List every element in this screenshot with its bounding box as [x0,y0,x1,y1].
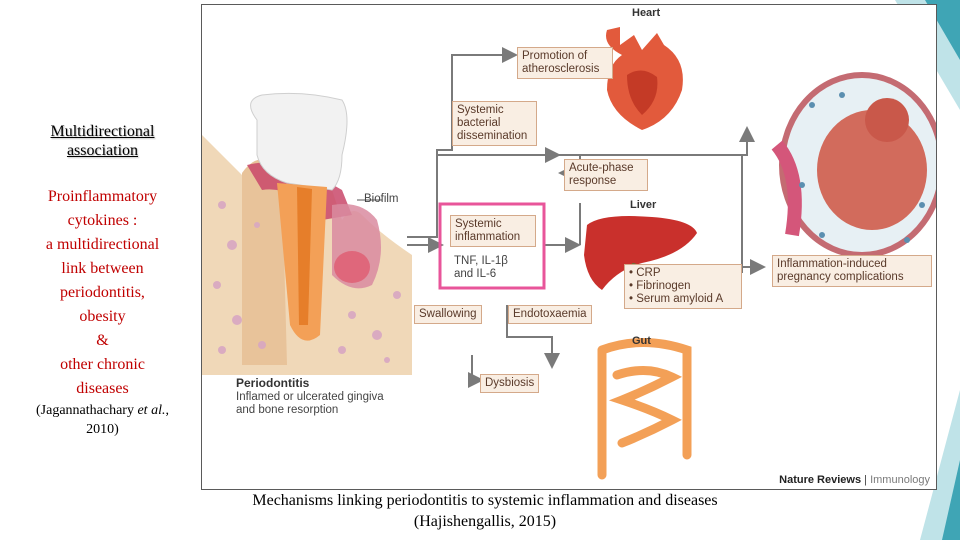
mechanism-diagram: Heart Promotion of atherosclerosis Syste… [201,4,937,490]
bacterial-line: Systemic [457,104,504,116]
acute-line: Acute-phase [569,162,634,174]
cytokine-line: link between [61,260,144,277]
promotion-line: Promotion of [522,50,588,62]
cytokine-line: cytokines : [67,212,138,229]
promotion-box: Promotion of atherosclerosis [517,47,613,79]
cytokine-line: obesity [79,308,126,325]
caption-line-1: Mechanisms linking periodontitis to syst… [252,492,718,509]
periodontitis-desc-line: Inflamed or ulcerated gingiva [236,391,384,403]
biofilm-label: Biofilm [364,193,399,205]
liver-title: Liver [630,199,657,211]
cytokine-line: periodontitis, [60,284,145,301]
gut-illustration [597,338,692,480]
cytokine-line: a multidirectional [45,236,160,253]
highlight-frame [438,202,546,290]
bacterial-line: bacterial [457,117,501,129]
journal-sub: Immunology [870,474,930,486]
journal-main: Nature Reviews [779,474,862,486]
tooth-illustration [202,92,412,375]
acute-line: response [569,175,617,187]
left-citation: (Jagannathachary et al., 2010) [0,401,205,439]
heading-line: Multidirectional [50,123,155,140]
cytokine-line: other chronic [60,356,145,373]
periodontitis-desc-line: and bone resorption [236,404,339,416]
citation-italic: et al. [137,403,166,418]
diagram-illustration [202,27,936,480]
cytokine-line: diseases [76,380,129,397]
liver-markers-box: • CRP • Fibrinogen • Serum amyloid A [624,264,742,309]
cytokine-line: & [96,332,109,349]
left-text-panel: Multidirectional association Proinflamma… [0,122,205,439]
gut-title: Gut [632,335,651,347]
pregnancy-line: Inflammation-induced [777,258,887,270]
liver-marker: • Fibrinogen [629,280,691,292]
pregnancy-line: pregnancy complications [777,271,904,283]
liver-marker: • CRP [629,267,661,279]
citation-year: 2010) [86,422,119,437]
dysbiosis-box: Dysbiosis [480,374,540,393]
cytokine-statement: Proinflammatory cytokines : a multidirec… [0,185,205,401]
journal-credit: Nature Reviews | Immunology [779,474,930,486]
bacterial-dissemination-box: Systemic bacterial dissemination [452,101,537,146]
endotoxaemia-box: Endotoxaemia [508,305,592,324]
inflammation-line: inflammation [455,231,521,243]
figure-caption: Mechanisms linking periodontitis to syst… [160,490,810,532]
periodontitis-title: Periodontitis [236,376,310,390]
citation-suffix: , [165,403,169,418]
heart-illustration [606,27,683,130]
liver-marker: • Serum amyloid A [629,293,724,305]
periodontitis-description: Inflamed or ulcerated gingiva and bone r… [236,391,384,417]
bacterial-line: dissemination [457,130,528,142]
cytokine-line: Proinflammatory [47,188,158,205]
pregnancy-illustration [771,72,936,258]
pregnancy-complications-box: Inflammation-induced pregnancy complicat… [772,255,932,287]
cytokine-label-line: and IL-6 [454,268,497,280]
heading-line: association [66,142,139,159]
caption-line-2: (Hajishengallis, 2015) [413,513,557,530]
promotion-line: atherosclerosis [522,63,600,75]
inflammation-line: Systemic [455,218,502,230]
journal-separator: | [861,474,871,486]
swallowing-box: Swallowing [414,305,482,324]
heading: Multidirectional association [0,122,205,160]
citation-prefix: (Jagannathachary [36,403,138,418]
cytokine-label: TNF, IL-1β and IL-6 [454,255,508,281]
heart-title: Heart [632,7,661,19]
acute-phase-box: Acute-phase response [564,159,648,191]
cytokine-label-line: TNF, IL-1β [454,255,508,267]
systemic-inflammation-box: Systemic inflammation [450,215,536,247]
